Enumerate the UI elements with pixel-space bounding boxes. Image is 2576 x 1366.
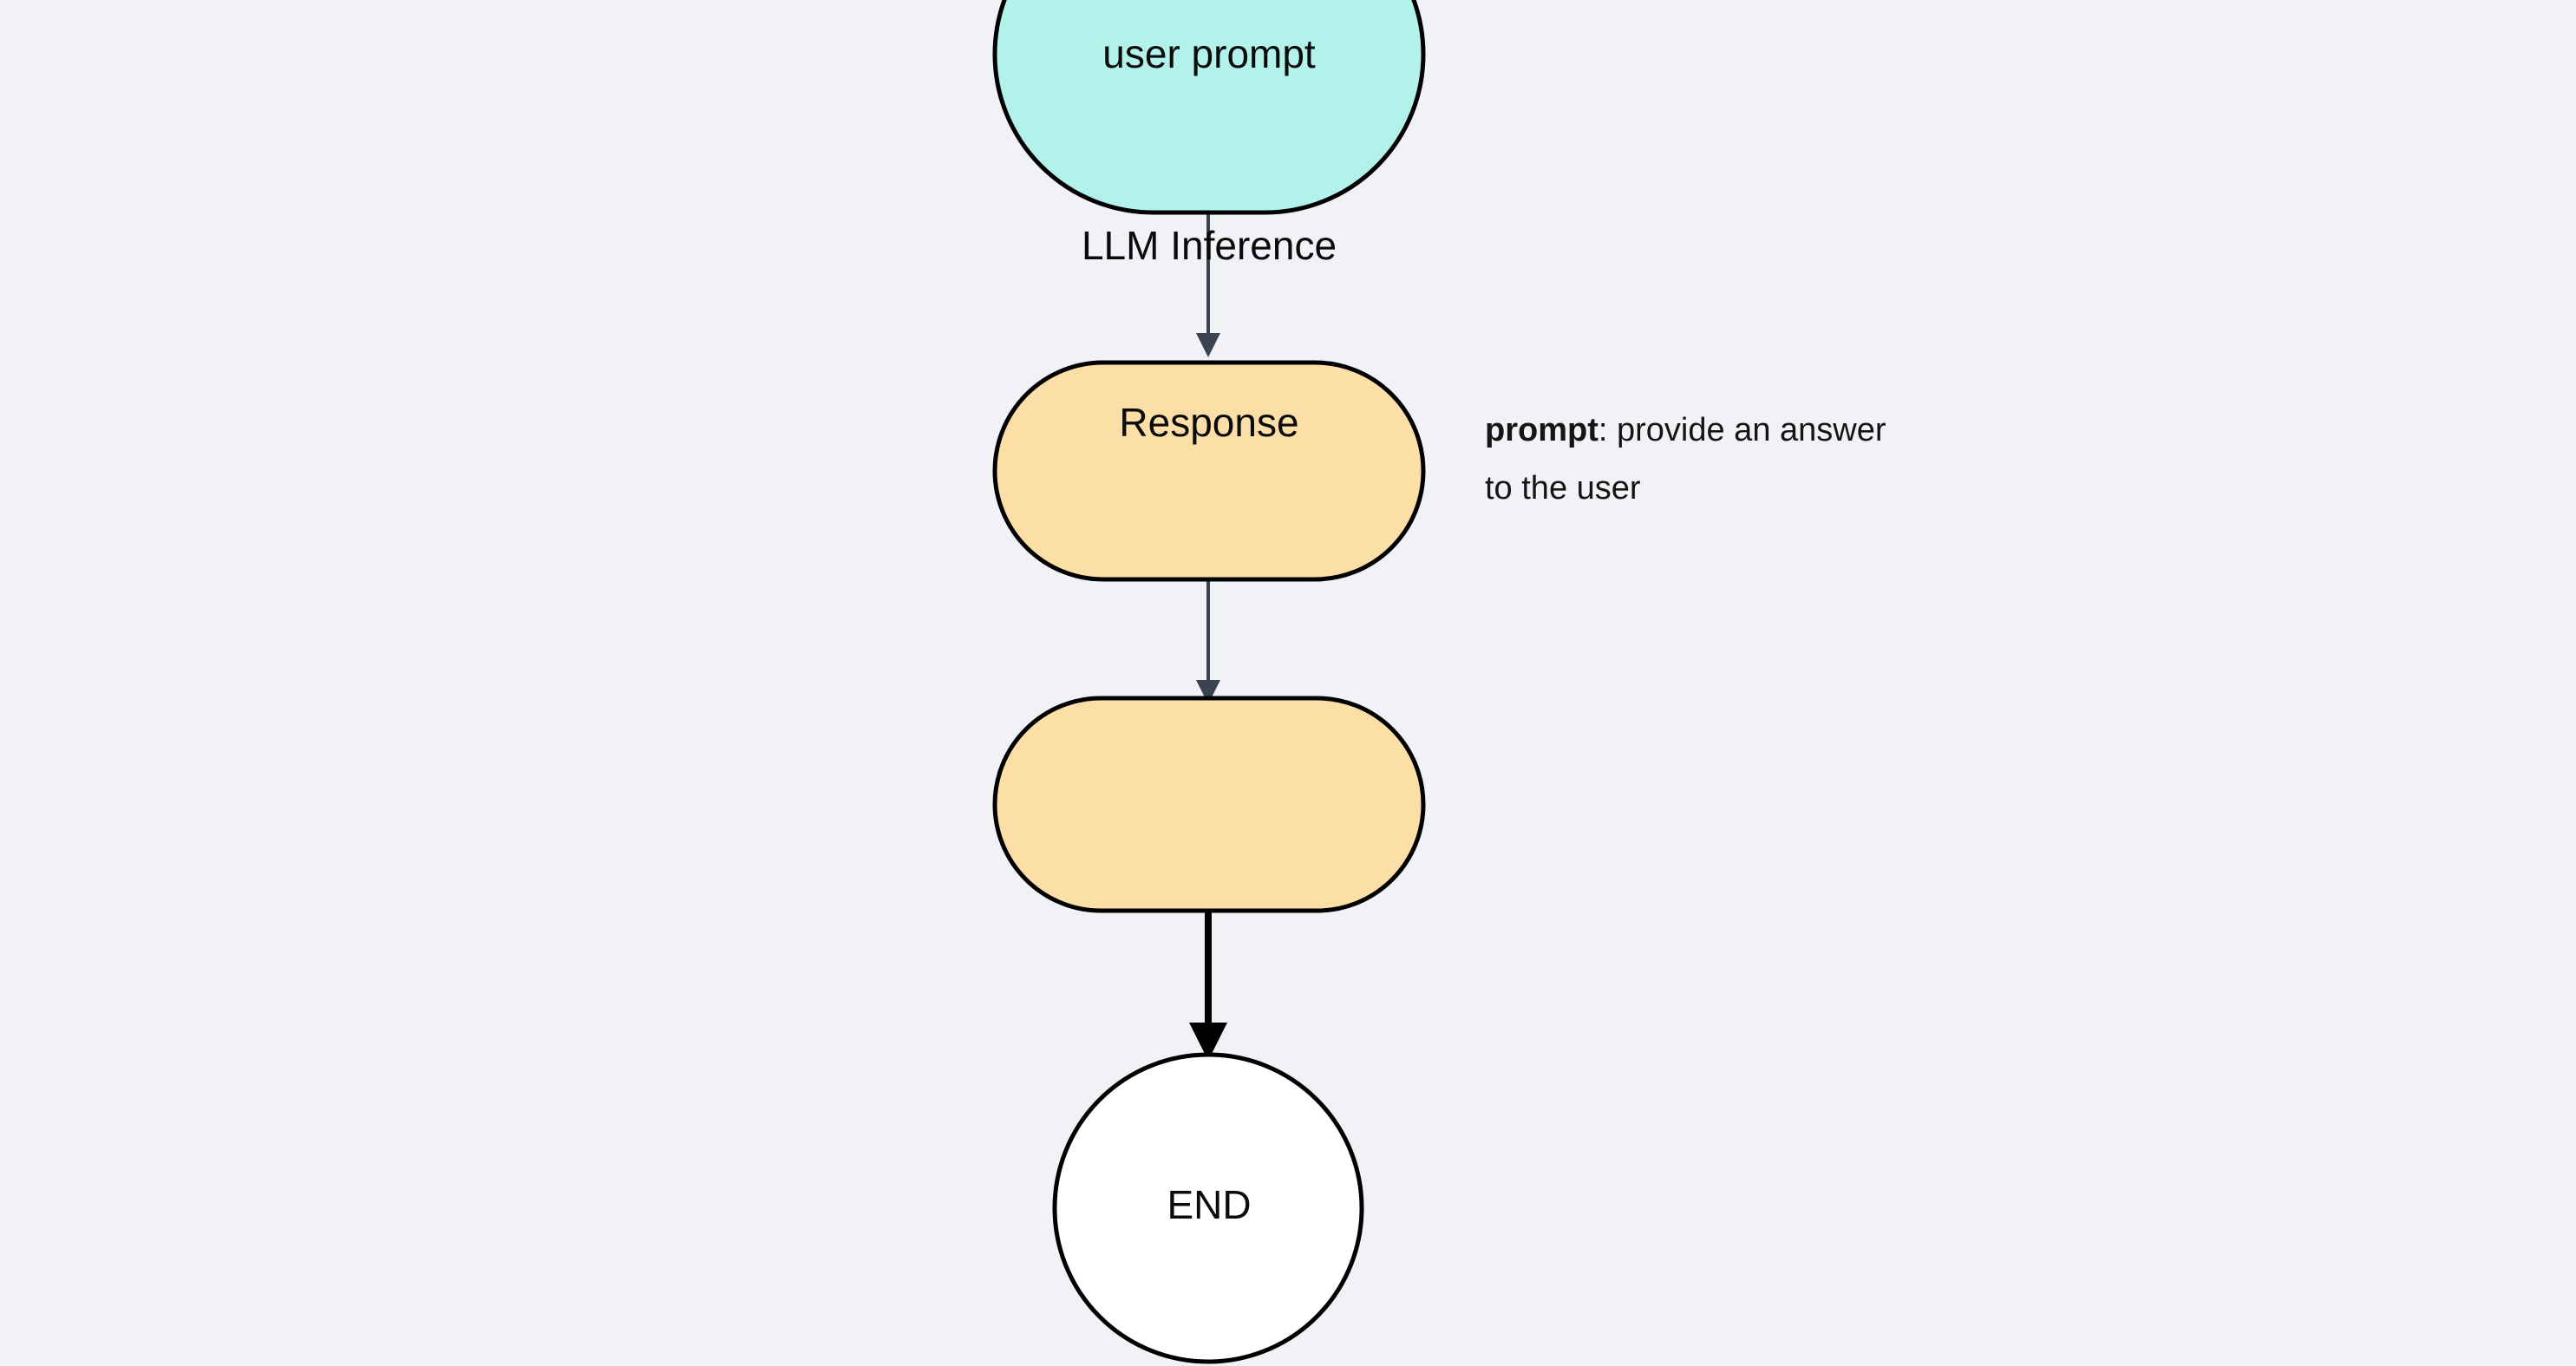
node-end[interactable]: END	[1052, 1052, 1364, 1364]
annotation-strong-prompt: prompt	[1485, 412, 1599, 448]
node-response-label: Response	[1119, 400, 1298, 445]
node-user-prompt-shape[interactable]	[992, 0, 1426, 215]
node-end-label: END	[1167, 1182, 1251, 1227]
annotation-line-1-rest: provide an answer	[1607, 412, 1886, 448]
node-user-prompt[interactable]: user prompt	[992, 0, 1426, 215]
llm-inference-annotation: prompt: provide an answer to the user	[1485, 412, 1886, 507]
annotation-line-1: prompt: provide an answer	[1485, 412, 1886, 448]
node-end-shape[interactable]	[1052, 1052, 1364, 1364]
annotation-line-2: to the user	[1485, 470, 1641, 507]
node-response-shape[interactable]	[992, 696, 1426, 913]
node-response[interactable]: Response	[992, 400, 1426, 913]
node-user-prompt-label: user prompt	[1102, 31, 1316, 76]
node-llm-inference[interactable]: LLM Inference	[992, 223, 1426, 582]
node-llm-inference-shape[interactable]	[992, 360, 1426, 582]
node-llm-inference-label: LLM Inference	[1082, 223, 1337, 268]
annotation-separator: :	[1599, 412, 1608, 448]
